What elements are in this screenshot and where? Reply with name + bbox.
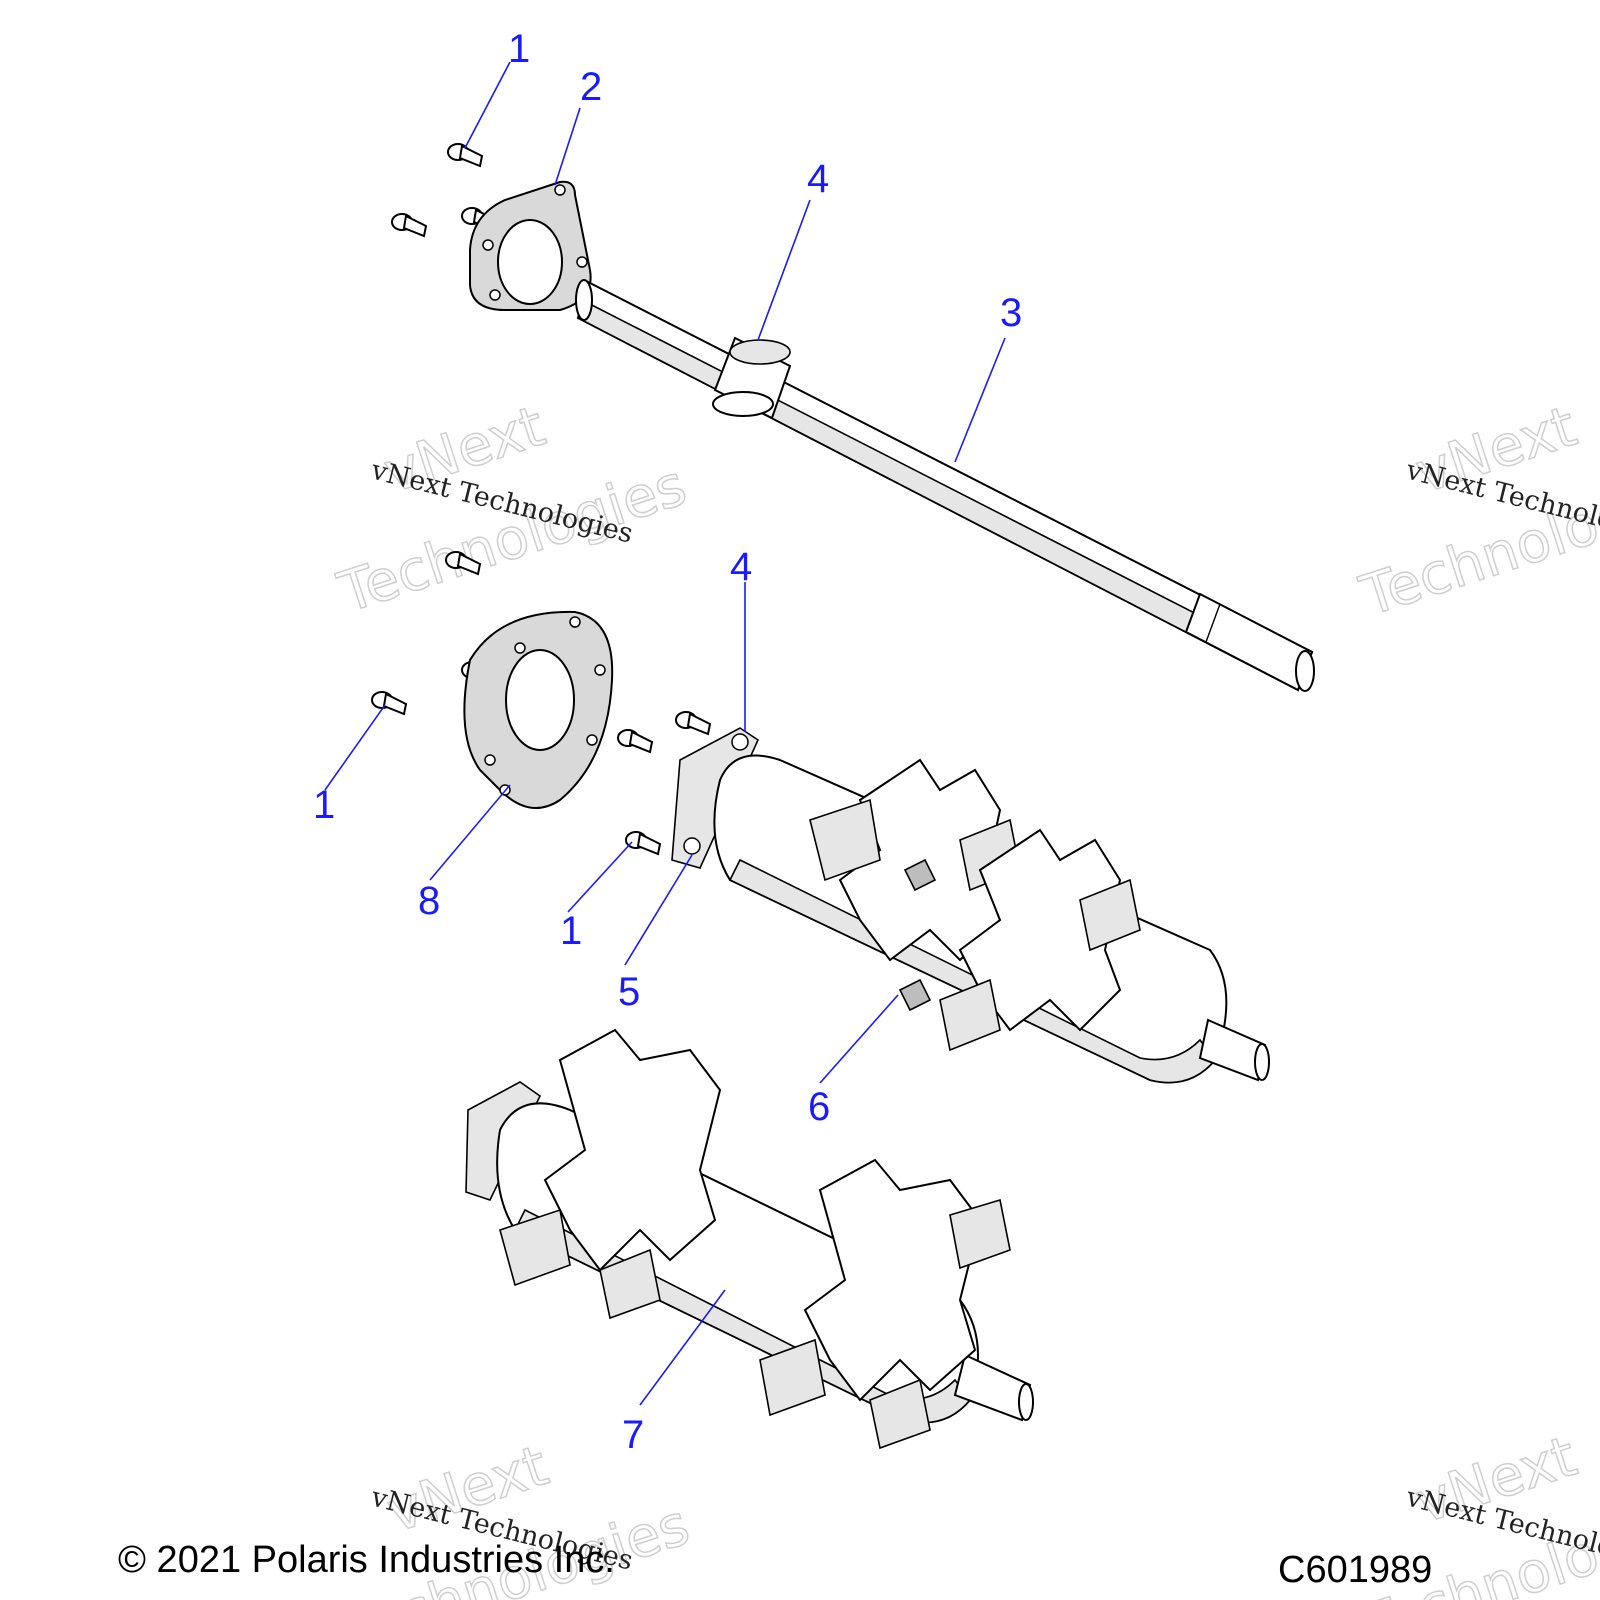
- bolt-mid-3: [371, 691, 408, 716]
- round-gasket: [463, 610, 614, 809]
- callout-1-left: 1: [313, 783, 335, 827]
- leader-lines: [324, 61, 1006, 1406]
- bolt-top-1: [447, 143, 484, 168]
- callout-8: 8: [418, 879, 440, 923]
- bolt-mid-4: [675, 711, 712, 736]
- drawing-number: C601989: [1278, 1549, 1432, 1591]
- bolt-mid-5: [617, 729, 654, 754]
- callout-3: 3: [1000, 291, 1022, 335]
- callout-5: 5: [618, 970, 640, 1014]
- callout-6: 6: [808, 1085, 830, 1129]
- bolt-mid-6: [625, 831, 662, 856]
- lower-drive-assembly: [465, 1028, 1034, 1450]
- callout-7: 7: [622, 1413, 644, 1457]
- drive-shaft: [575, 279, 1315, 692]
- callout-1-top: 1: [508, 27, 530, 71]
- flange-gasket-top: [469, 180, 592, 311]
- callout-4-mid: 4: [730, 545, 752, 589]
- bolt-mid-1: [445, 551, 482, 576]
- drive-sprocket-assembly: [671, 727, 1270, 1084]
- shaft-collar: [712, 336, 792, 420]
- callout-1-mid: 1: [560, 909, 582, 953]
- callout-2: 2: [580, 65, 602, 109]
- bolt-top-2: [391, 213, 428, 238]
- copyright-notice: © 2021 Polaris Industries Inc.: [118, 1539, 615, 1581]
- callout-4-top: 4: [807, 157, 829, 201]
